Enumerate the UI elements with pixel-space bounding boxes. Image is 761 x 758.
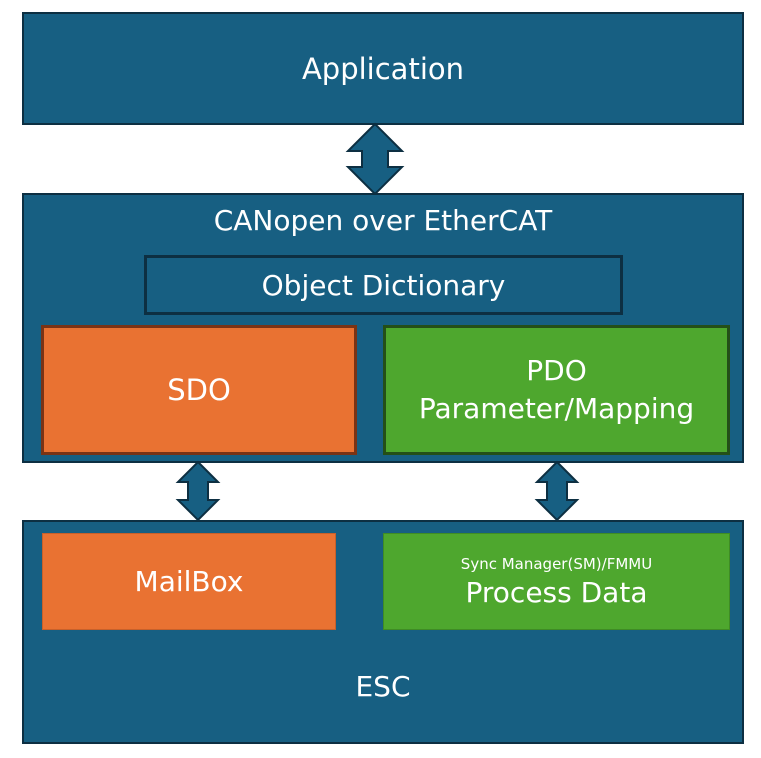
coe-title: CANopen over EtherCAT <box>213 204 553 237</box>
arrow-shape <box>345 122 405 196</box>
arrow-shape <box>534 460 580 522</box>
process-data-title: Process Data <box>465 575 648 609</box>
bidirectional-arrow-app-coe <box>345 122 405 196</box>
pdo-box: PDO Parameter/Mapping <box>383 325 730 455</box>
arrow-shape <box>175 460 221 522</box>
process-data-subtitle: Sync Manager(SM)/FMMU <box>460 554 653 573</box>
esc-label: ESC <box>355 670 411 703</box>
sdo-label: SDO <box>167 373 231 407</box>
mailbox-box: MailBox <box>42 533 336 630</box>
process-data-box: Sync Manager(SM)/FMMU Process Data <box>383 533 730 630</box>
object-dictionary-box: Object Dictionary <box>144 255 623 315</box>
object-dictionary-label: Object Dictionary <box>261 268 506 302</box>
pdo-label-line2: Parameter/Mapping <box>418 392 695 425</box>
mailbox-label: MailBox <box>134 565 244 598</box>
pdo-label-line1: PDO <box>526 354 587 387</box>
bidirectional-arrow-pdo-processdata <box>534 460 580 522</box>
sdo-box: SDO <box>41 325 357 455</box>
application-layer: Application <box>22 12 744 125</box>
application-label: Application <box>301 51 465 86</box>
bidirectional-arrow-sdo-mailbox <box>175 460 221 522</box>
